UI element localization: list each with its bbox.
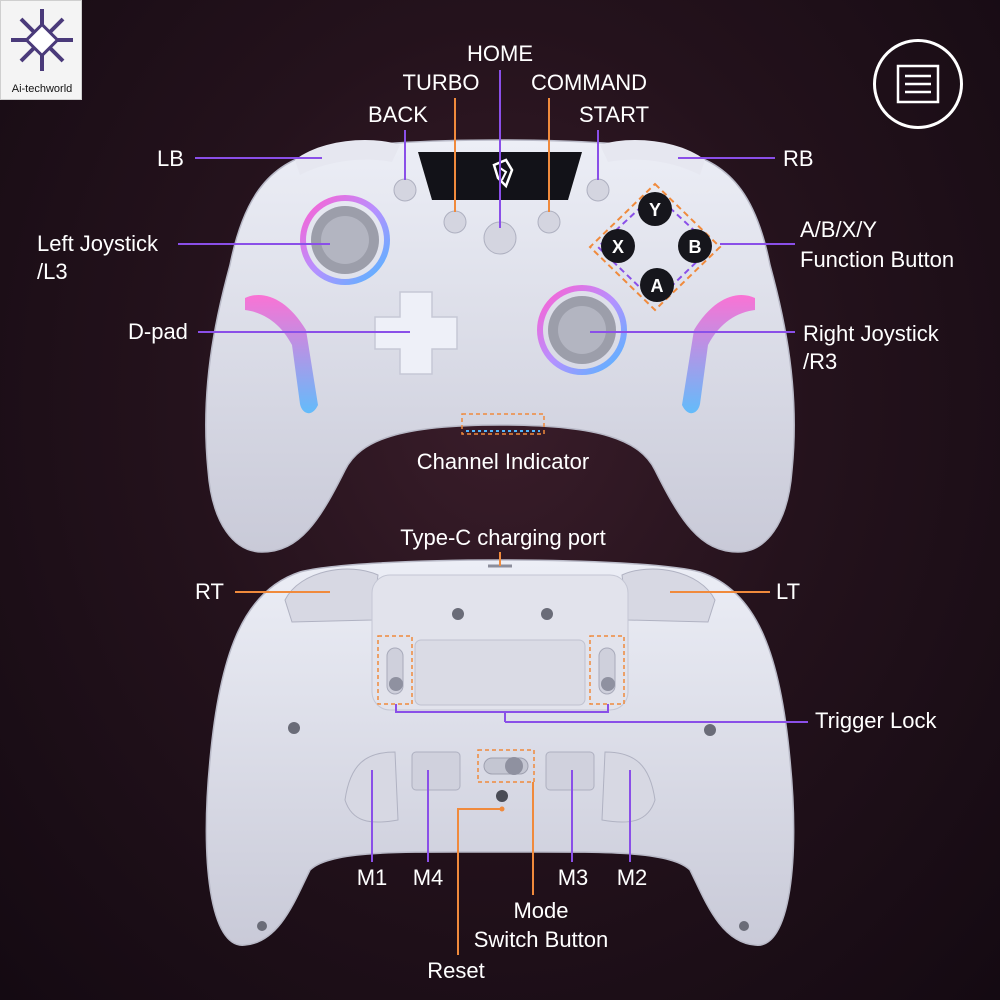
rb-label: RB [783, 146, 814, 171]
m2-paddle[interactable] [601, 751, 656, 823]
a-button[interactable]: A [640, 268, 674, 302]
y-button[interactable]: Y [638, 192, 672, 226]
right-joystick[interactable] [537, 285, 627, 375]
start-label: START [578, 102, 650, 127]
mode-switch[interactable] [477, 749, 535, 783]
left-joystick[interactable] [300, 195, 390, 285]
left-trigger-lock[interactable] [377, 635, 413, 705]
m3-label: M3 [557, 865, 589, 890]
front-controller: Y X B A [205, 139, 795, 553]
trigger-lock-label: Trigger Lock [815, 708, 937, 733]
circuit-logo-icon [11, 9, 73, 71]
x-button[interactable]: X [601, 229, 635, 263]
m4-label: M4 [412, 865, 444, 890]
menu-list-icon [896, 64, 940, 104]
m4-button[interactable] [411, 751, 461, 791]
menu-button[interactable] [873, 39, 963, 129]
rb-bumper[interactable] [600, 140, 705, 175]
type-c-label: Type-C charging port [400, 525, 606, 550]
mode-switch-sub-label: Switch Button [473, 927, 609, 952]
channel-indicator [461, 413, 545, 435]
right-rgb-strip [682, 294, 755, 414]
b-button-label: B [689, 237, 702, 257]
turbo-button[interactable] [443, 210, 467, 234]
rt-label: RT [195, 579, 224, 604]
reset-button[interactable] [496, 790, 508, 812]
callout-lines [178, 70, 808, 955]
x-button-label: X [612, 237, 624, 257]
start-button[interactable] [586, 178, 610, 202]
right-joystick-sub-label: /R3 [803, 349, 838, 374]
channel-indicator-label: Channel Indicator [416, 449, 590, 474]
watermark-logo: Ai-techworld [0, 0, 82, 100]
claw-logo-icon [492, 158, 514, 189]
home-label: HOME [467, 41, 533, 66]
left-joystick-label: Left Joystick [37, 231, 159, 256]
right-trigger-lock[interactable] [589, 635, 625, 705]
m2-label: M2 [616, 865, 648, 890]
watermark-text: Ai-techworld [11, 83, 73, 95]
turbo-label: TURBO [402, 70, 480, 95]
b-button[interactable]: B [678, 229, 712, 263]
dpad-label: D-pad [128, 319, 188, 344]
lt-label: LT [776, 579, 801, 604]
left-joystick-sub-label: /L3 [37, 259, 68, 284]
m3-button[interactable] [545, 751, 595, 791]
back-controller [205, 559, 795, 946]
mode-switch-label: Mode [513, 898, 569, 923]
lb-label: LB [157, 146, 184, 171]
back-label: BACK [368, 102, 428, 127]
y-button-label: Y [649, 200, 661, 220]
m1-label: M1 [356, 865, 388, 890]
reset-label: Reset [427, 958, 485, 983]
dpad[interactable] [374, 291, 458, 375]
a-button-label: A [651, 276, 664, 296]
right-joystick-label: Right Joystick [803, 321, 939, 346]
command-button[interactable] [537, 210, 561, 234]
abxy-label: A/B/X/Y [800, 217, 878, 242]
left-rgb-strip [245, 294, 318, 414]
command-label: COMMAND [530, 70, 648, 95]
back-button[interactable] [393, 178, 417, 202]
abxy-sub-label: Function Button [800, 247, 955, 272]
lb-bumper[interactable] [295, 140, 400, 175]
